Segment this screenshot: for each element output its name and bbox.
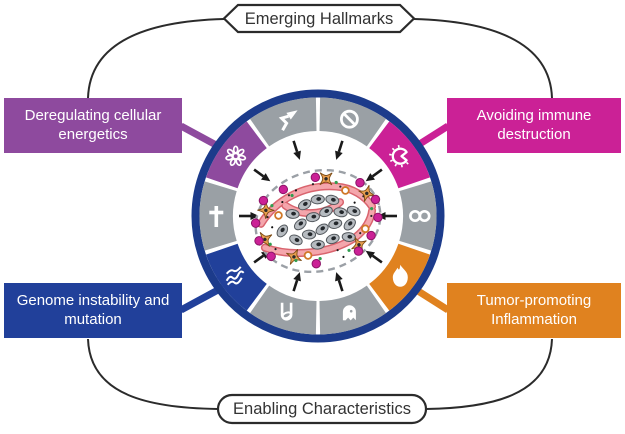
inward-arrowhead bbox=[293, 150, 301, 160]
inward-arrow bbox=[337, 140, 344, 153]
bracket-curve-top-right bbox=[413, 18, 553, 99]
inward-arrowhead bbox=[365, 250, 375, 259]
fibroblast-cells bbox=[257, 172, 376, 265]
micro-dots bbox=[268, 180, 374, 263]
box-tumor-promoting-inflammation: Tumor-promoting Inflammation bbox=[447, 283, 621, 338]
ghost-cell-icon bbox=[342, 305, 356, 321]
inward-arrow bbox=[253, 254, 265, 264]
box-label: Deregulating cellular energetics bbox=[24, 106, 162, 143]
ring-cells bbox=[274, 186, 370, 260]
inward-arrowhead bbox=[250, 212, 259, 220]
bracket-curve-bottom-left bbox=[87, 338, 219, 410]
tumor-group bbox=[250, 168, 383, 274]
prohibition-icon bbox=[339, 109, 359, 129]
scribble-icon bbox=[225, 266, 245, 286]
flame-icon bbox=[392, 264, 408, 287]
inward-arrowhead bbox=[293, 272, 301, 282]
vessel-loop-icon bbox=[280, 302, 293, 321]
bracket-curve-top-left bbox=[87, 18, 225, 99]
inward-arrow bbox=[292, 140, 299, 153]
box-label: Tumor-promoting Inflammation bbox=[476, 291, 592, 328]
resisting-cell-death-segment bbox=[199, 181, 237, 251]
infinity-icon bbox=[409, 209, 431, 223]
bottom-label-shape bbox=[216, 393, 428, 425]
lymphocyte-icon bbox=[389, 144, 409, 168]
box-genome-instability-and-mutation: Genome instability and mutation bbox=[4, 283, 182, 338]
bracket-curve-bottom-right bbox=[425, 338, 553, 410]
top-label-shape bbox=[222, 3, 416, 34]
inward-arrowhead bbox=[261, 173, 271, 182]
wheel-outer-ring bbox=[191, 89, 445, 343]
box-avoiding-immune-destruction: Avoiding immune destruction bbox=[447, 98, 621, 153]
bent-arrow-icon bbox=[278, 110, 298, 131]
inward-arrowhead bbox=[335, 150, 343, 160]
box-label: Avoiding immune destruction bbox=[476, 106, 592, 143]
inward-arrow bbox=[292, 279, 299, 292]
cross-icon bbox=[209, 206, 224, 227]
inward-arrow bbox=[253, 168, 265, 178]
bottom-label: Enabling Characteristics bbox=[233, 400, 411, 418]
deregulating-cellular-energetics-segment bbox=[206, 121, 267, 189]
box-label: Genome instability and mutation bbox=[16, 291, 170, 328]
top-label: Emerging Hallmarks bbox=[245, 10, 394, 28]
enabling-replicative-immortality-segment bbox=[399, 181, 437, 251]
avoiding-immune-destruction-segment bbox=[369, 121, 430, 189]
tumor-illustration bbox=[250, 168, 383, 274]
atom-icon bbox=[225, 145, 247, 167]
inward-arrowhead bbox=[335, 272, 343, 282]
inward-arrow bbox=[371, 168, 383, 178]
immune-cells bbox=[250, 172, 383, 269]
box-deregulating-cellular-energetics: Deregulating cellular energetics bbox=[4, 98, 182, 153]
inward-arrow bbox=[371, 254, 383, 264]
tumor-cells bbox=[276, 194, 361, 250]
inward-arrow bbox=[337, 279, 344, 292]
inward-arrowhead bbox=[365, 173, 375, 182]
